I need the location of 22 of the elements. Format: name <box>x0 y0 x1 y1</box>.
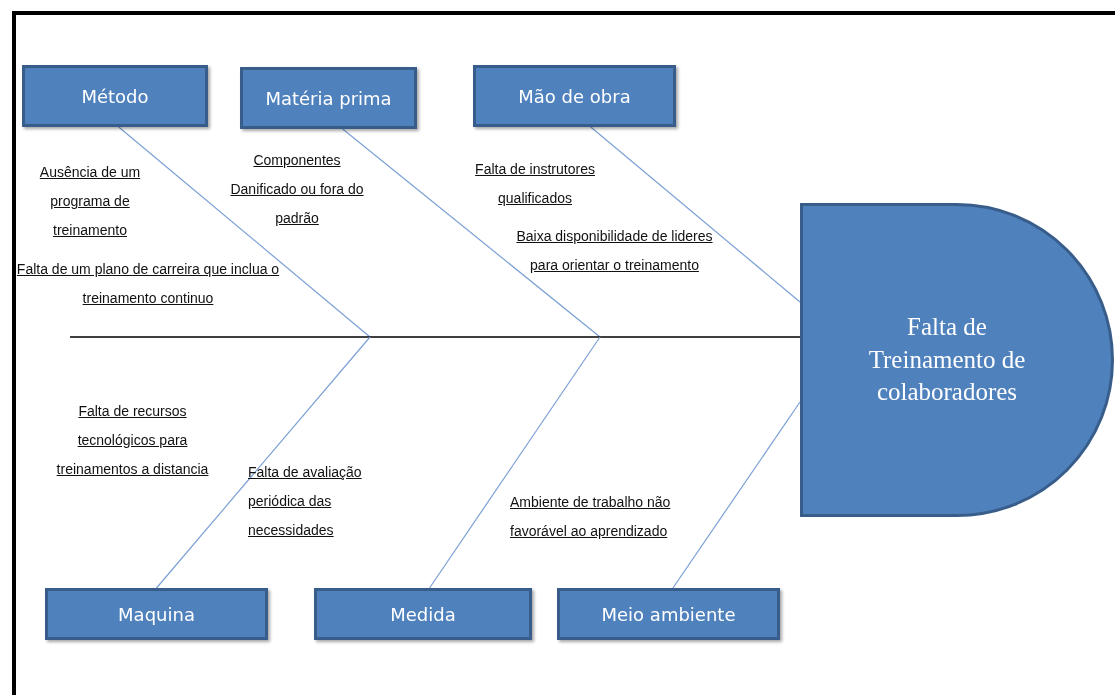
spine-line <box>69 336 801 338</box>
cause-text: Ausência de um programa de treinamento <box>38 163 142 240</box>
bone-line <box>118 126 371 338</box>
cause-text: Baixa disponibilidade de lideres para orientar o treinamento <box>515 227 714 275</box>
cause-text: Falta de um plano de carreira que inclua o treinamento continuo <box>15 260 281 308</box>
cause-text: Ambiente de trabalho não favorável ao aprendizado <box>510 493 672 541</box>
category-box: Matéria prima <box>240 67 417 129</box>
category-box: Medida <box>314 588 532 640</box>
bone-line <box>590 126 801 303</box>
category-box: Mão de obra <box>473 65 676 127</box>
category-box: Maquina <box>45 588 268 640</box>
cause-text: Falta de instrutores qualificados <box>474 160 596 208</box>
cause-text: Falta de avaliação periódica das necessidades <box>248 463 363 540</box>
category-box: Meio ambiente <box>557 588 780 640</box>
category-box: Método <box>22 65 208 127</box>
bone-line <box>342 128 601 338</box>
bone-line <box>672 401 801 589</box>
bone-line <box>428 336 601 589</box>
bone-line <box>155 336 371 589</box>
effect-head: Falta de Treinamento de colaboradores <box>800 203 1114 517</box>
cause-text: Falta de recursos tecnológicos para treinamentos a distancia <box>55 402 210 479</box>
cause-text: Componentes Danificado ou fora do padrão <box>229 151 365 228</box>
